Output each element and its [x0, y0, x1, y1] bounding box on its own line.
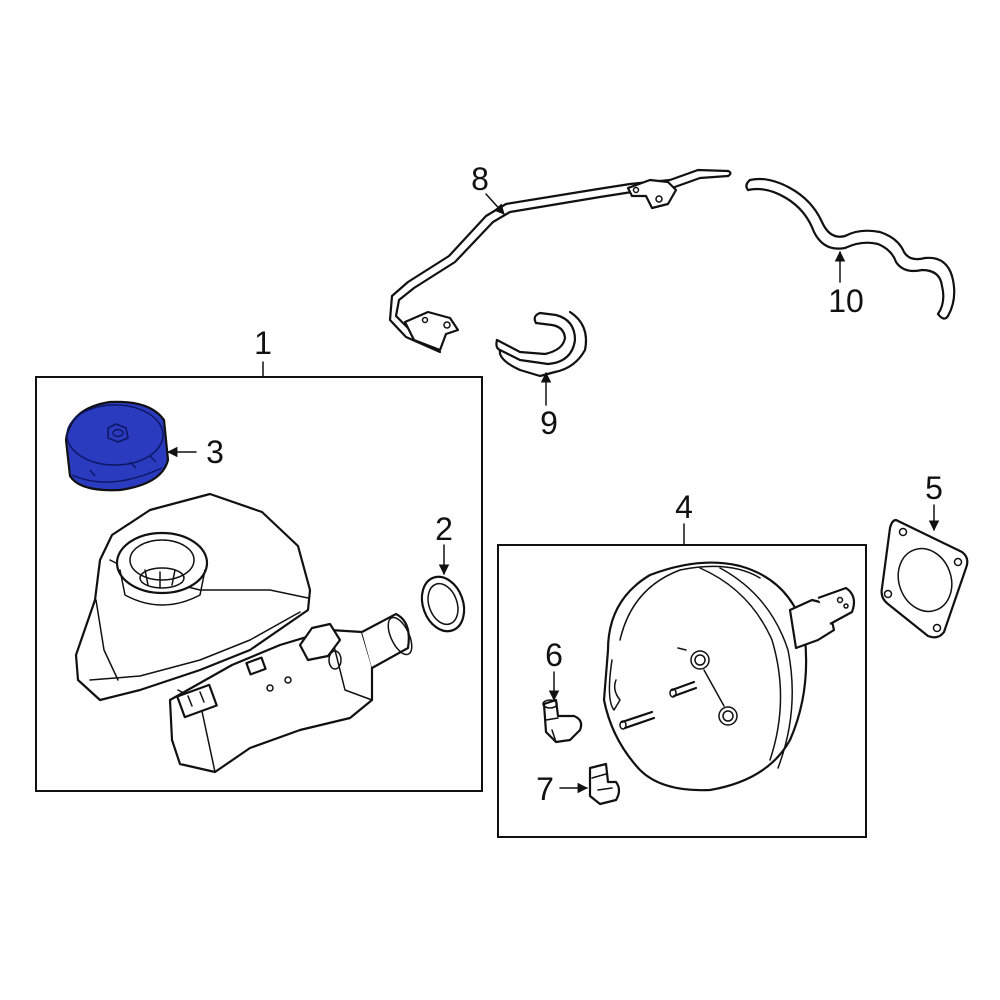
- part-2-seal-ring[interactable]: [415, 571, 472, 637]
- part-3-reservoir-cap[interactable]: [64, 400, 170, 492]
- part-9-hose[interactable]: [495, 310, 588, 378]
- callout-1: 1: [254, 325, 272, 361]
- callout-4: 4: [675, 489, 693, 525]
- callout-10: 10: [828, 283, 864, 319]
- callout-9: 9: [540, 405, 558, 441]
- callout-8: 8: [471, 161, 489, 197]
- callout-leaders: [166, 193, 940, 794]
- part-5-gasket[interactable]: [880, 518, 969, 639]
- part-6-check-valve[interactable]: [542, 698, 583, 744]
- group-box-1: [35, 376, 483, 792]
- part-10-hose[interactable]: [745, 177, 956, 320]
- callout-2: 2: [435, 511, 453, 547]
- callout-7: 7: [536, 771, 554, 807]
- group-box-4: [497, 544, 867, 838]
- cap-body: [64, 400, 170, 492]
- callout-5: 5: [925, 470, 943, 506]
- part-8-vacuum-line[interactable]: [388, 168, 732, 354]
- part-7-grommet[interactable]: [588, 762, 621, 806]
- part-4-brake-booster[interactable]: [602, 561, 856, 792]
- callout-3: 3: [206, 434, 224, 470]
- callout-6: 6: [545, 637, 563, 673]
- part-1-master-cylinder[interactable]: [74, 492, 417, 774]
